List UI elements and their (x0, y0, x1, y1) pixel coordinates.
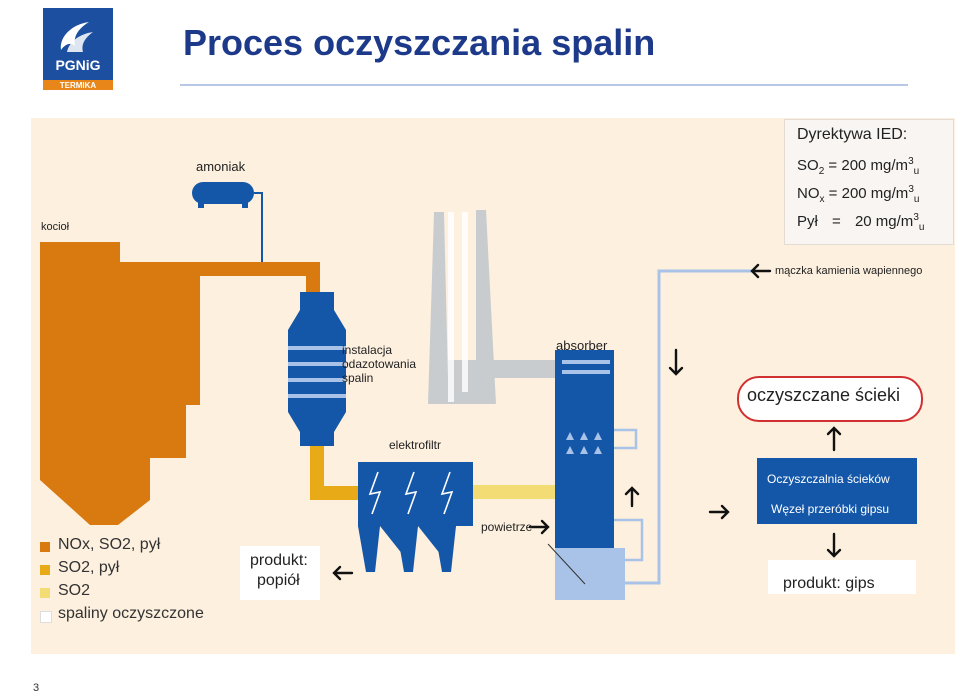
ied-nox-sub: x (819, 194, 825, 205)
label-kociol: kocioł (41, 221, 70, 233)
legend-label: NOx, SO2, pył (58, 536, 161, 553)
label-instalacja: instalacja odazotowania spalin (342, 343, 417, 385)
legend-label: spaliny oczyszczone (58, 605, 204, 622)
label-absorber: absorber (556, 338, 608, 353)
label-powietrze: powietrze (481, 520, 533, 534)
wastewater-line (614, 428, 638, 450)
legend-swatch (40, 611, 52, 623)
legend-swatch (40, 588, 50, 598)
label-scieki: oczyszczane ścieki (747, 385, 901, 405)
treated-wastewater-box (737, 376, 923, 422)
ied-pyl-label: Pył (797, 213, 818, 230)
label-maczka: mączka kamienia wapiennego (775, 265, 923, 277)
label-amoniak: amoniak (196, 159, 246, 174)
ied-pyl-eq: = (832, 213, 841, 230)
ied-pyl-value: 20 mg/m (854, 213, 914, 230)
ied-nox-eq: = (828, 185, 838, 202)
legend-label: SO2 (58, 582, 91, 599)
denox-reactor (288, 292, 346, 446)
ammonia-tank (192, 182, 254, 204)
ied-pyl-row: Pył = 20 mg/m3u (797, 212, 924, 233)
ied-nox-unitsub: u (913, 194, 920, 205)
arrow-icons (332, 263, 842, 581)
page-number: 3 (33, 682, 40, 694)
ammonia-line (254, 192, 296, 267)
flue-duct-yellow (473, 485, 555, 499)
label-elektrofiltr: elektrofiltr (389, 438, 442, 452)
gypsum-product-box (768, 560, 916, 594)
ied-nox-label: NO (797, 185, 820, 202)
pgnig-flame-logo-icon: PGNiG TERMIKA (43, 8, 113, 90)
ied-heading: Dyrektywa IED: (797, 126, 908, 143)
gypsum-line (614, 518, 644, 562)
ied-limits-box: Dyrektywa IED: SO2 = 200 mg/m3u NOx = 20… (784, 119, 954, 245)
title-underline (180, 84, 908, 86)
ied-pyl-unitsub: u (918, 222, 925, 233)
ied-nox-sup: 3 (908, 184, 914, 195)
ied-pyl-sup: 3 (913, 212, 919, 223)
ash-product-box (240, 546, 320, 600)
ied-so2-unitsub: u (913, 166, 920, 177)
label-gips: produkt: gips (783, 575, 875, 592)
logo-text: PGNiG (55, 57, 100, 73)
ied-nox-row: NOx = 200 mg/m3u (797, 184, 919, 205)
label-popiol-line1: produkt: (250, 552, 308, 569)
boiler (40, 242, 200, 525)
logo-subtext: TERMIKA (60, 81, 97, 90)
ied-so2-label: SO (797, 157, 819, 174)
ied-so2-sub: 2 (818, 166, 825, 177)
ied-so2-eq: = (828, 157, 838, 174)
wastewater-plant-box (757, 458, 917, 524)
flue-duct-gold (310, 446, 358, 500)
ied-so2-row: SO2 = 200 mg/m3u (797, 156, 919, 177)
label-wezel: Węzeł przeróbki gipsu (771, 502, 890, 516)
label-popiol-line2: popiół (257, 572, 300, 589)
legend-swatch (40, 565, 50, 575)
legend-label: SO2, pył (58, 559, 120, 576)
ied-so2-value: 200 mg/m (841, 157, 909, 174)
ied-so2-sup: 3 (908, 156, 914, 167)
legend-swatch (40, 542, 50, 552)
ied-nox-value: 200 mg/m (841, 185, 909, 202)
absorber (555, 350, 614, 600)
limestone-line (625, 269, 752, 585)
pgnig-logo: PGNiG TERMIKA (43, 8, 113, 90)
page-title: Proces oczyszczania spalin (183, 22, 656, 63)
stack (428, 210, 496, 404)
label-oczyszczalnia: Oczyszczalnia ścieków (767, 472, 890, 486)
